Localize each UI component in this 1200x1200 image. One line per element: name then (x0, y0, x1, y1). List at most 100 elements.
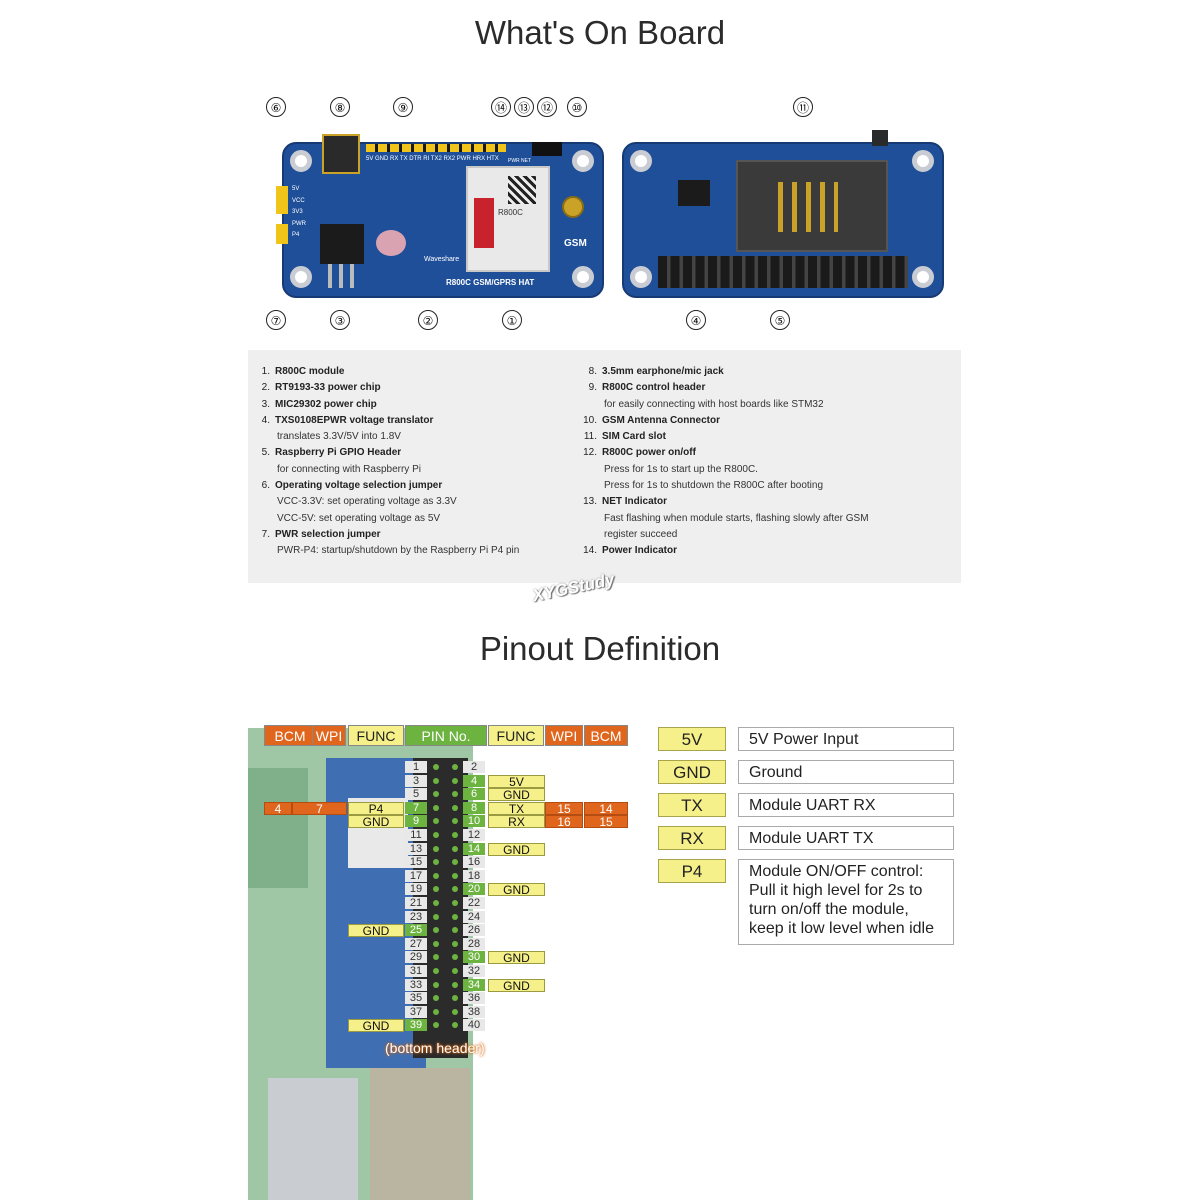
component-item: 2.RT9193-33 power chip (261, 382, 381, 394)
callout-3: ③ (330, 310, 350, 330)
component-detail: PWR-P4: startup/shutdown by the Raspberr… (277, 545, 520, 557)
board-section-title: What's On Board (474, 14, 726, 51)
component-item: 14.Power Indicator (583, 545, 678, 557)
pin-dot (452, 818, 458, 825)
legend-value-gnd: Ground (738, 760, 954, 784)
pin-number-26: 26 (463, 924, 485, 937)
pin-dot (433, 886, 439, 893)
pin-dot (452, 764, 458, 770)
legend-value-5v: 5V Power Input (738, 727, 954, 751)
pin-number-4: 4 (463, 774, 485, 787)
callout-13: ⑬ (514, 97, 534, 117)
pin-6-function: GND (488, 788, 545, 802)
component-detail: for easily connecting with host boards l… (604, 398, 824, 410)
pin-dot (433, 1008, 439, 1015)
component-detail: for connecting with Raspberry Pi (277, 463, 421, 475)
gsm-silkscreen: GSM (564, 238, 587, 249)
pin-dot (433, 845, 439, 852)
component-item: 7.PWR selection jumper (261, 528, 381, 540)
pin-number-38: 38 (463, 1005, 485, 1018)
pin-dot (433, 1022, 439, 1029)
pin-dot (452, 791, 458, 798)
pin-number-13: 13 (405, 842, 427, 855)
pin-number-20: 20 (463, 883, 485, 896)
pin-dot (452, 913, 458, 920)
pin-dot (433, 954, 439, 961)
component-detail: Press for 1s to shutdown the R800C after… (604, 480, 824, 492)
pin-dot (433, 981, 439, 988)
pin-dot (433, 764, 439, 770)
pin-dot (452, 940, 458, 947)
pin-dot (433, 832, 439, 838)
pinout-section-title: Pinout Definition (479, 630, 721, 667)
pin-dot (433, 940, 439, 947)
pin-dot (452, 1008, 458, 1015)
pin-dot (452, 845, 458, 852)
pin-dot (433, 859, 439, 866)
component-item: 6.Operating voltage selection jumper (261, 480, 443, 492)
callout-11: ⑪ (793, 97, 813, 117)
pin-7-bcm: 4 (264, 801, 292, 815)
power-button (532, 142, 562, 156)
pin-header-cell: FUNC (348, 725, 404, 746)
pin-dot (452, 900, 458, 906)
callout-1: ① (502, 310, 522, 330)
pin-10-bcm: 15 (584, 815, 628, 829)
board-photos: 5V GND RX TX DTR RI TX2 RX2 PWR HRX HTX … (255, 90, 955, 340)
pin-number-2: 2 (463, 761, 485, 773)
callout-5: ⑤ (770, 310, 790, 330)
pin-dot (433, 872, 439, 879)
pin-dot (433, 968, 439, 974)
pin-number-32: 32 (463, 965, 485, 977)
pin-dot (433, 791, 439, 798)
pin-number-15: 15 (405, 856, 427, 869)
pin-7-function: P4 (348, 801, 404, 815)
pin-dot (452, 777, 458, 784)
component-detail: translates 3.3V/5V into 1.8V (277, 431, 401, 443)
audio-jack (322, 134, 360, 174)
pin-header-cell: WPI (312, 725, 346, 746)
pin-number-30: 30 (463, 951, 485, 964)
component-item: 10.GSM Antenna Connector (583, 414, 720, 426)
legend-key-gnd: GND (658, 760, 726, 784)
pin-header-cell: BCM (264, 725, 316, 746)
component-item: 9.R800C control header (588, 382, 706, 394)
pin-number-3: 3 (405, 774, 427, 787)
voltage-jumper (276, 186, 288, 214)
component-detail: Press for 1s to start up the R800C. (604, 463, 758, 475)
pin-number-6: 6 (463, 788, 485, 801)
legend-key-tx: TX (658, 793, 726, 817)
pin-dot (452, 968, 458, 974)
pin-dot (452, 954, 458, 961)
r800c-module: R800C (466, 166, 550, 272)
pin-number-40: 40 (463, 1019, 485, 1032)
pin-dot (433, 913, 439, 920)
callout-12: ⑫ (537, 97, 557, 117)
pin-dot (433, 818, 439, 825)
pin-number-35: 35 (405, 992, 427, 1005)
pin-header-cell: FUNC (488, 725, 544, 746)
legend-value-p4: Module ON/OFF control: Pull it high leve… (738, 859, 954, 945)
pin-number-22: 22 (463, 897, 485, 909)
pin-dot (433, 995, 439, 1002)
pin-20-function: GND (488, 883, 545, 897)
bottom-header-label: (bottom header) (385, 1040, 485, 1056)
component-item: 8.3.5mm earphone/mic jack (588, 366, 724, 377)
pin-number-29: 29 (405, 951, 427, 964)
pin-10-wpi: 16 (545, 815, 583, 829)
pin-number-36: 36 (463, 992, 485, 1005)
pwrnet-silkscreen: PWR NET (508, 158, 532, 164)
pin-30-function: GND (488, 951, 545, 965)
component-item: 11.SIM Card slot (583, 431, 666, 443)
pin-header-cell: PIN No. (405, 725, 487, 746)
pin-number-37: 37 (405, 1005, 427, 1018)
pin-number-11: 11 (405, 829, 427, 841)
pin-number-34: 34 (463, 978, 485, 991)
control-header (366, 144, 506, 152)
pin-dot (452, 981, 458, 988)
legend-value-rx: Module UART TX (738, 826, 954, 850)
component-item: 3.MIC29302 power chip (261, 398, 377, 410)
mic29302-chip (320, 224, 364, 264)
pin-dot (433, 804, 439, 811)
